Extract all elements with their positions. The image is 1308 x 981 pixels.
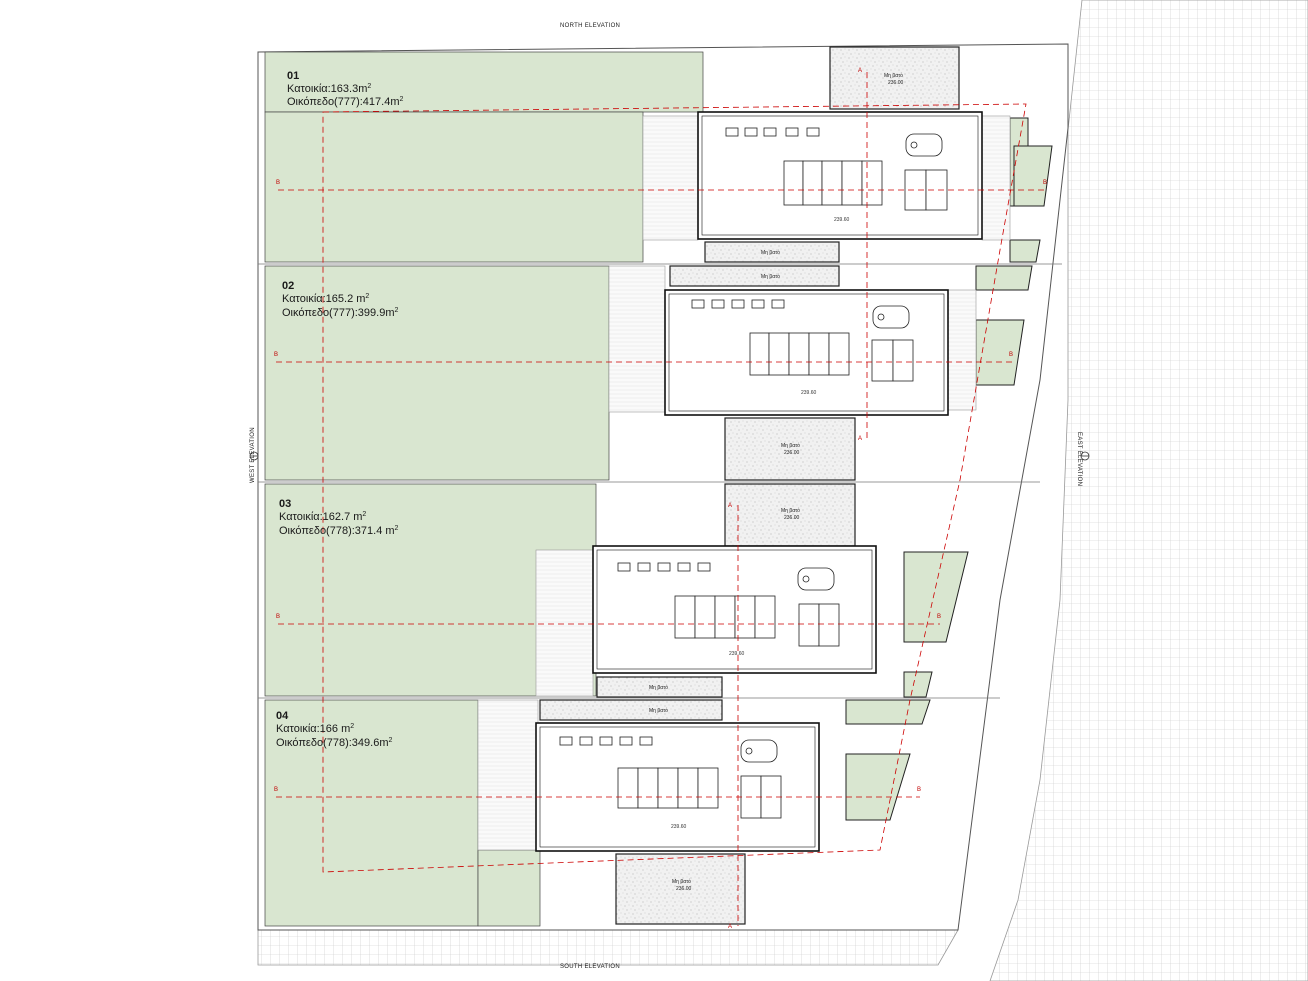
non-walkable-label-6: Μη βατό [649, 684, 668, 691]
ground-level-1: 236.00 [888, 80, 904, 86]
section-mark-a-bottom: A [728, 924, 732, 930]
garden-plot-01 [264, 51, 704, 113]
svg-text:04: 04 [276, 710, 289, 722]
svg-text:Οικόπεδο(777):399.9m2: Οικόπεδο(777):399.9m2 [282, 307, 399, 319]
svg-text:Κατοικία:162.7 m2: Κατοικία:162.7 m2 [279, 511, 366, 523]
west-elevation-label: WEST ELEVATION [250, 427, 256, 483]
plot-label-03: 03 Κατοικία:162.7 m2 Οικόπεδο(778):371.4… [279, 498, 399, 537]
svg-text:Οικόπεδο(778):349.6m2: Οικόπεδο(778):349.6m2 [276, 737, 393, 749]
roof-level-02: 239.60 [801, 390, 817, 396]
east-elevation-label: EAST ELEVATION [1076, 432, 1082, 486]
section-mark-b-east-2: B [1009, 352, 1013, 358]
roof-02-equipment [691, 299, 914, 382]
section-mark-a-mid: A [858, 436, 862, 442]
ground-level-8: 236.00 [676, 886, 692, 892]
garden-plot-04-right [477, 849, 541, 927]
roof-level-01: 239.60 [834, 217, 850, 223]
roof-04-equipment [559, 736, 782, 819]
section-mark-a-top: A [858, 68, 862, 74]
non-walkable-label-2: Μη βατό [761, 249, 780, 256]
terraces [477, 115, 1011, 851]
garden-plot-01-lower [264, 111, 644, 263]
svg-text:03: 03 [279, 498, 291, 510]
section-mark-a-mid2: A [728, 503, 732, 509]
plot-label-04: 04 Κατοικία:166 m2 Οικόπεδο(778):349.6m2 [276, 710, 393, 749]
section-lines [276, 72, 1046, 926]
plot-label-01: 01 Κατοικία:163.3m2 Οικόπεδο(777):417.4m… [287, 70, 404, 108]
east-paving-strip [989, 0, 1308, 981]
section-mark-b-west-1: B [276, 180, 280, 186]
ground-level-4: 236.00 [784, 450, 800, 456]
garden-plot-02 [264, 265, 610, 481]
svg-text:A: A [728, 924, 732, 930]
svg-text:Κατοικία:165.2 m2: Κατοικία:165.2 m2 [282, 293, 369, 305]
svg-text:B: B [276, 180, 280, 186]
non-walkable-areas [539, 46, 960, 925]
roof-level-03: 239.60 [729, 651, 745, 657]
svg-text:B: B [274, 352, 278, 358]
section-mark-b-east-1: B [1043, 180, 1047, 186]
section-mark-b-east-4: B [917, 787, 921, 793]
svg-text:B: B [276, 614, 280, 620]
north-elevation-label: NORTH ELEVATION [560, 23, 620, 29]
svg-text:01: 01 [287, 70, 299, 82]
section-mark-b-west-4: B [274, 787, 278, 793]
non-walkable-label-5: Μη βατό [781, 507, 800, 514]
svg-text:B: B [274, 787, 278, 793]
svg-text:A: A [858, 436, 862, 442]
svg-text:B: B [937, 614, 941, 620]
non-walkable-label-4: Μη βατό [781, 442, 800, 449]
elevation-markers [249, 451, 1090, 461]
roof-01-equipment [725, 127, 948, 211]
section-mark-b-west-2: B [274, 352, 278, 358]
non-walkable-label-8: Μη βατό [672, 878, 691, 885]
south-elevation-label: SOUTH ELEVATION [560, 964, 620, 970]
non-walkable-label-7: Μη βατό [649, 707, 668, 714]
svg-text:B: B [1043, 180, 1047, 186]
svg-text:Κατοικία:163.3m2: Κατοικία:163.3m2 [287, 83, 371, 95]
plot-label-02: 02 Κατοικία:165.2 m2 Οικόπεδο(777):399.9… [282, 280, 399, 319]
garden-plot-04 [264, 699, 479, 927]
svg-text:B: B [1009, 352, 1013, 358]
gardens [264, 51, 1053, 927]
svg-text:A: A [728, 503, 732, 509]
section-mark-b-east-3: B [937, 614, 941, 620]
svg-text:02: 02 [282, 280, 294, 292]
svg-text:Οικόπεδο(777):417.4m2: Οικόπεδο(777):417.4m2 [287, 96, 404, 108]
non-walkable-label-1: Μη βατό [884, 72, 903, 79]
roof-03-equipment [617, 562, 840, 647]
non-walkable-label-3: Μη βατό [761, 273, 780, 280]
south-paving-strip [257, 929, 959, 966]
svg-text:B: B [917, 787, 921, 793]
svg-text:A: A [858, 68, 862, 74]
svg-text:Οικόπεδο(778):371.4 m2: Οικόπεδο(778):371.4 m2 [279, 525, 399, 537]
ground-level-5: 236.00 [784, 515, 800, 521]
roof-level-04: 239.60 [671, 824, 687, 830]
site-boundary [257, 43, 1069, 931]
section-mark-b-west-3: B [276, 614, 280, 620]
svg-text:Κατοικία:166 m2: Κατοικία:166 m2 [276, 723, 354, 735]
